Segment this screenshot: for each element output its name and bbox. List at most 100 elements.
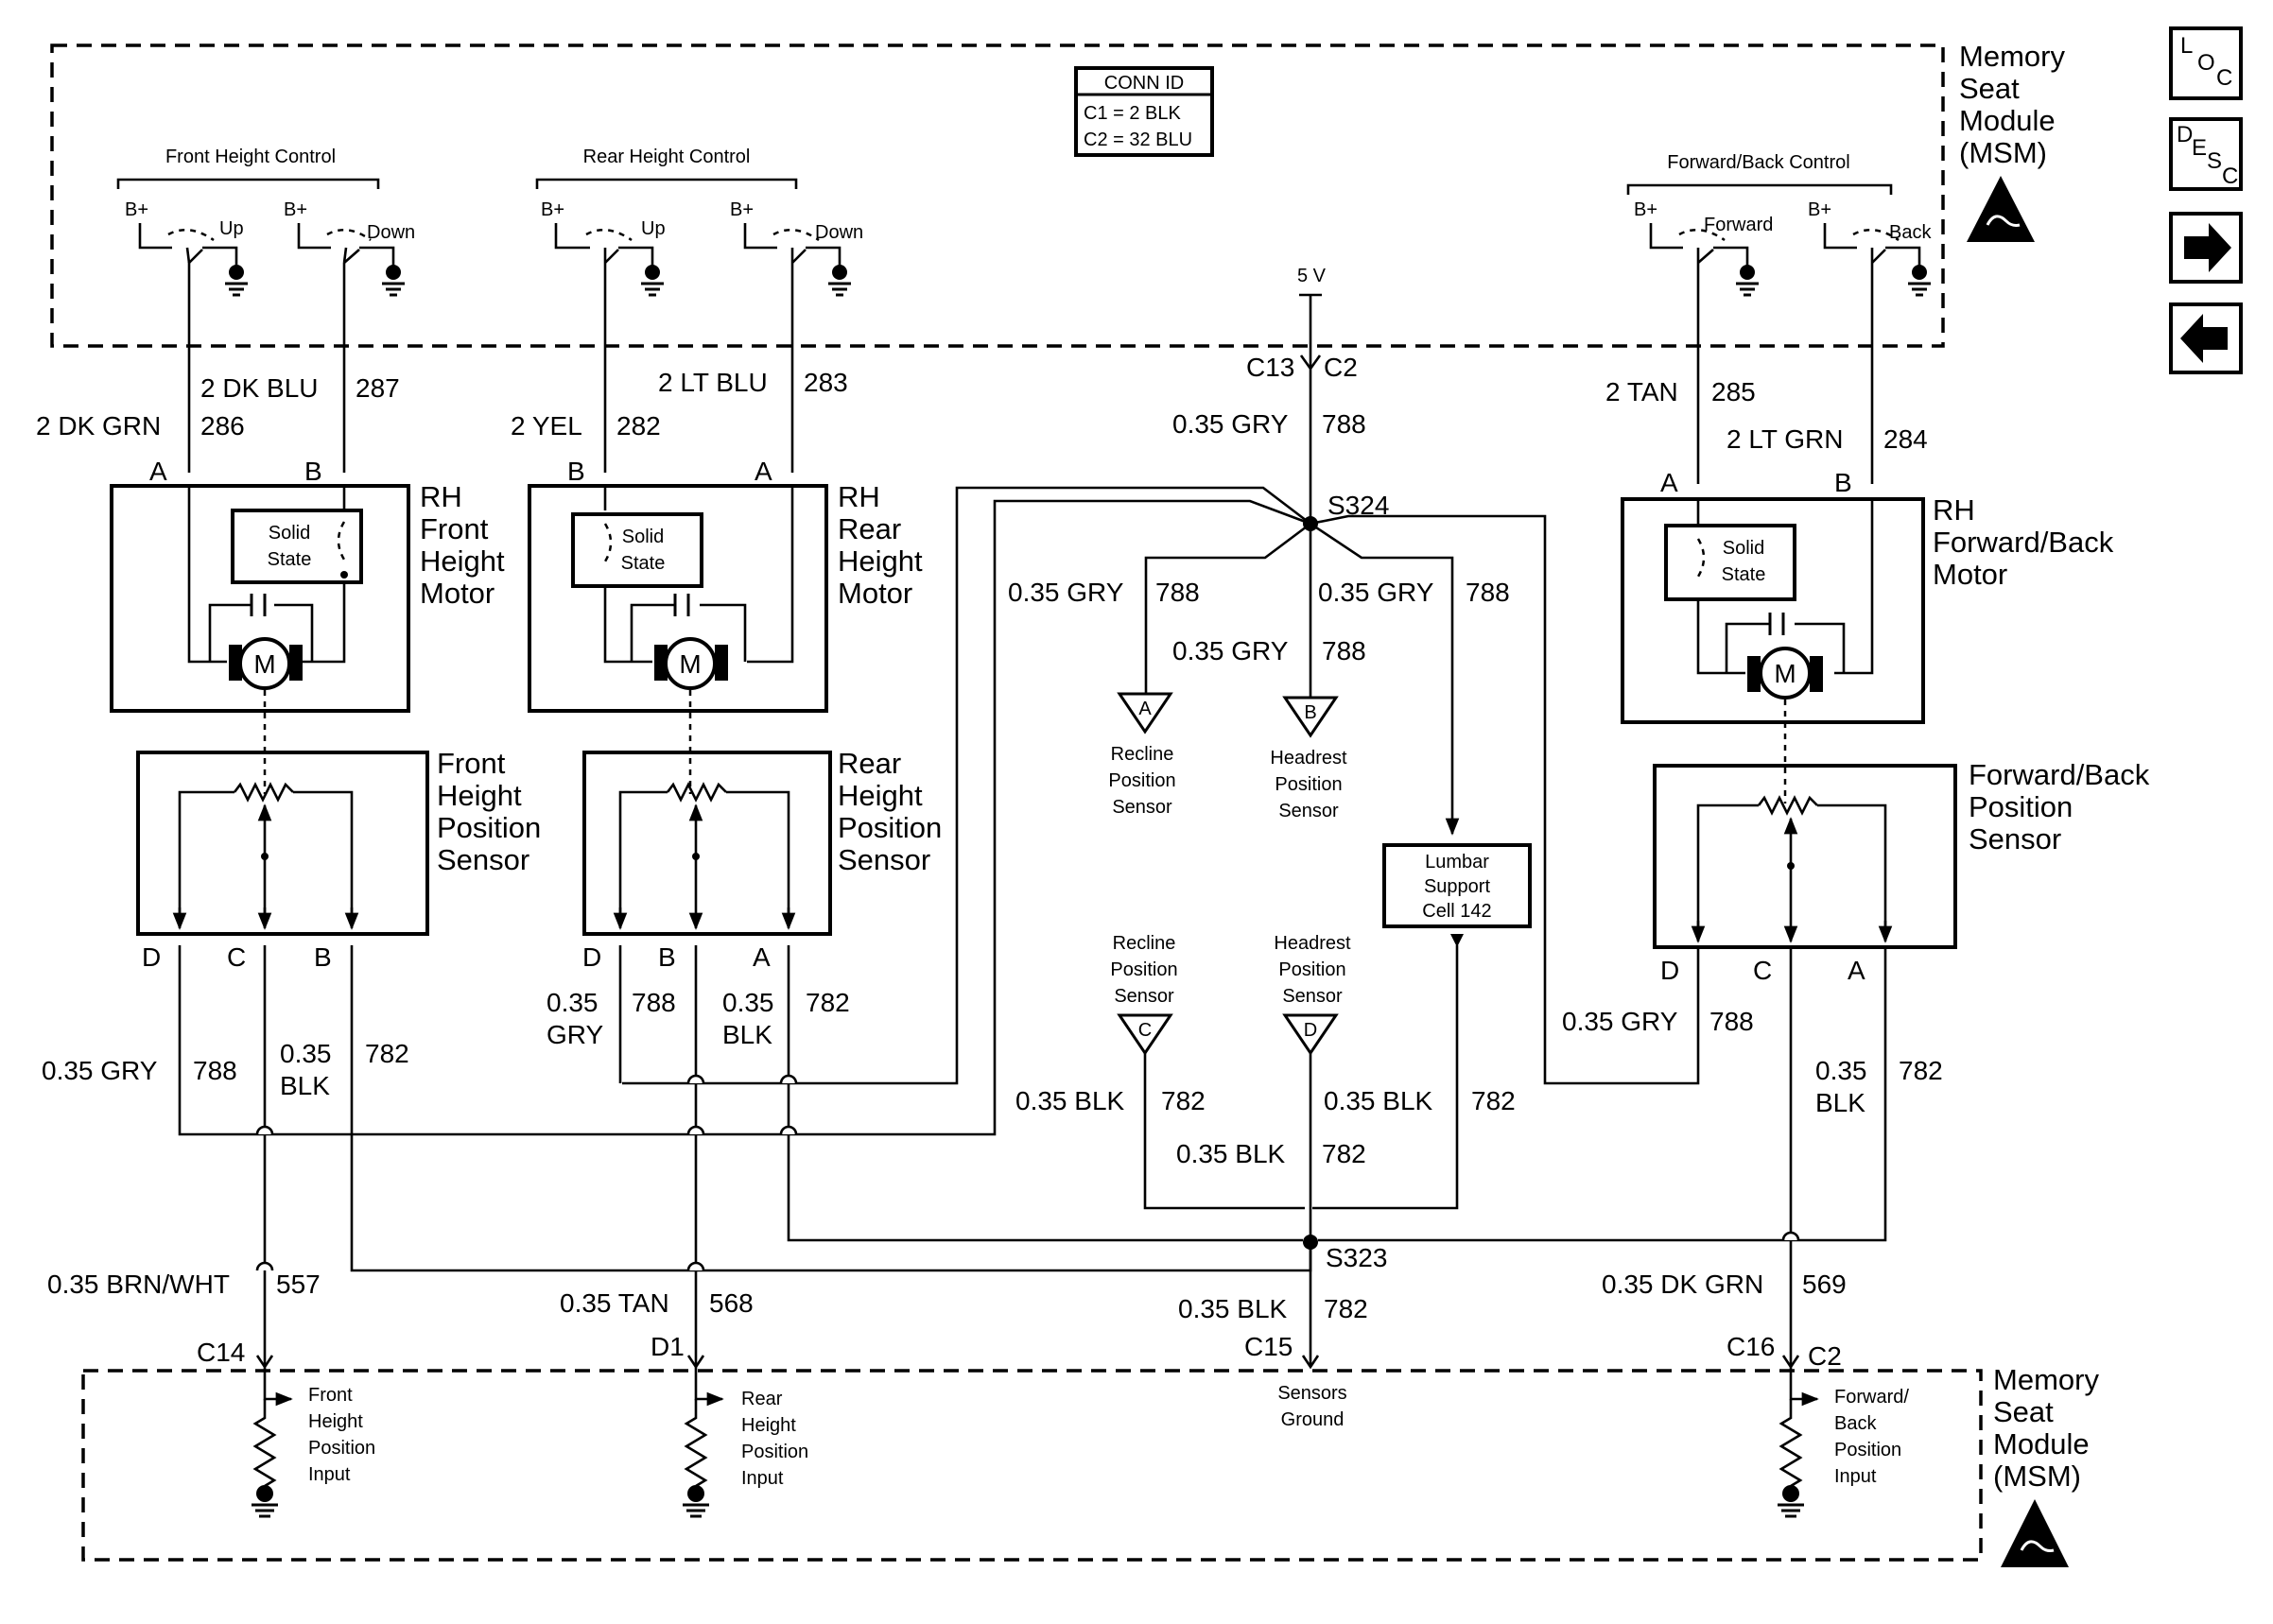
svg-text:State: State bbox=[268, 549, 312, 570]
arrow-right-icon[interactable] bbox=[2169, 212, 2243, 284]
sensors-ground: Sensors Ground bbox=[1277, 1383, 1346, 1430]
svg-text:788: 788 bbox=[1709, 1007, 1754, 1036]
svg-text:C2: C2 bbox=[1324, 353, 1358, 382]
svg-text:S: S bbox=[2207, 148, 2222, 174]
svg-text:0.35 GRY: 0.35 GRY bbox=[1318, 578, 1434, 607]
svg-text:Memory: Memory bbox=[1959, 40, 2065, 73]
svg-text:B+: B+ bbox=[284, 199, 307, 220]
loc-button[interactable]: L O C bbox=[2169, 26, 2243, 100]
svg-text:(MSM): (MSM) bbox=[1993, 1460, 2081, 1493]
svg-text:Cell 142: Cell 142 bbox=[1422, 901, 1491, 922]
sensor-signal-wires bbox=[263, 945, 1793, 1365]
svg-text:Sensors: Sensors bbox=[1277, 1383, 1346, 1404]
svg-text:Forward/Back Control: Forward/Back Control bbox=[1667, 152, 1849, 173]
svg-text:B+: B+ bbox=[730, 199, 754, 220]
svg-text:Position: Position bbox=[1110, 959, 1177, 980]
svg-text:B: B bbox=[1834, 468, 1852, 497]
svg-text:RH: RH bbox=[420, 480, 462, 513]
svg-text:Headrest: Headrest bbox=[1274, 933, 1351, 954]
svg-text:Position: Position bbox=[437, 811, 541, 844]
svg-text:Front Height Control: Front Height Control bbox=[165, 147, 336, 167]
svg-text:Input: Input bbox=[308, 1464, 351, 1485]
svg-text:Forward: Forward bbox=[1704, 215, 1773, 235]
svg-text:Input: Input bbox=[1834, 1466, 1877, 1487]
svg-text:D: D bbox=[1304, 1020, 1317, 1041]
svg-text:M: M bbox=[679, 649, 701, 679]
bottom-connector-labels: C14 D1 C15 C16 C2 bbox=[197, 1332, 1842, 1371]
svg-text:C13: C13 bbox=[1246, 353, 1294, 382]
five-volt-supply: 5 V C13 C2 0.35 GRY 788 bbox=[1172, 266, 1366, 518]
svg-text:Sensor: Sensor bbox=[1114, 986, 1174, 1007]
svg-text:B+: B+ bbox=[1808, 199, 1831, 220]
svg-text:Solid: Solid bbox=[269, 523, 310, 544]
rear-height-position-input: Rear Height Position Input bbox=[683, 1367, 808, 1518]
svg-text:BLK: BLK bbox=[1815, 1088, 1865, 1117]
svg-text:Input: Input bbox=[741, 1468, 784, 1489]
svg-text:A: A bbox=[1848, 956, 1865, 985]
forward-back-motor: Solid State M bbox=[1621, 497, 1925, 724]
svg-text:0.35 GRY: 0.35 GRY bbox=[1008, 578, 1124, 607]
svg-text:(MSM): (MSM) bbox=[1959, 136, 2047, 169]
module-label-bottom: Memory Seat Module (MSM) bbox=[1993, 1363, 2099, 1493]
svg-text:Rear: Rear bbox=[741, 1389, 783, 1409]
svg-text:0.35 BLK: 0.35 BLK bbox=[1324, 1086, 1433, 1115]
splice-s324: S324 bbox=[178, 486, 1700, 1136]
svg-text:286: 286 bbox=[200, 411, 245, 441]
svg-text:L: L bbox=[2180, 33, 2193, 59]
svg-text:Seat: Seat bbox=[1959, 72, 2020, 105]
arrow-left-icon[interactable] bbox=[2169, 302, 2243, 374]
svg-text:782: 782 bbox=[1324, 1294, 1368, 1323]
svg-text:0.35 BRN/WHT: 0.35 BRN/WHT bbox=[47, 1270, 230, 1299]
svg-text:B: B bbox=[658, 942, 676, 972]
svg-text:D: D bbox=[2177, 122, 2193, 147]
svg-text:Position: Position bbox=[1108, 770, 1175, 791]
svg-text:A: A bbox=[149, 457, 167, 486]
svg-text:Rear: Rear bbox=[838, 512, 901, 545]
svg-text:2 LT BLU: 2 LT BLU bbox=[658, 368, 768, 397]
recline-position-sensor-ref-a: A Recline Position Sensor bbox=[1108, 692, 1176, 818]
svg-text:E: E bbox=[2192, 135, 2207, 161]
forward-back-control: Forward/Back Control B+ B+ Forward Back bbox=[1626, 152, 1932, 287]
svg-text:569: 569 bbox=[1802, 1270, 1847, 1299]
svg-text:Recline: Recline bbox=[1113, 933, 1176, 954]
svg-text:Height: Height bbox=[838, 544, 923, 578]
svg-text:0.35 BLK: 0.35 BLK bbox=[1176, 1139, 1286, 1168]
svg-text:Support: Support bbox=[1424, 876, 1490, 897]
svg-text:State: State bbox=[621, 553, 666, 574]
svg-text:C: C bbox=[2222, 164, 2238, 189]
s324-branch-labels: 0.35 GRY 788 0.35 GRY 788 0.35 GRY 788 bbox=[1008, 578, 1510, 665]
svg-text:B+: B+ bbox=[1634, 199, 1657, 220]
svg-text:788: 788 bbox=[632, 988, 676, 1017]
module-label-top: Memory Seat Module (MSM) bbox=[1959, 40, 2065, 169]
svg-text:Position: Position bbox=[1275, 774, 1342, 795]
svg-text:283: 283 bbox=[804, 368, 848, 397]
svg-text:Sensor: Sensor bbox=[1969, 822, 2061, 855]
svg-text:Solid: Solid bbox=[1723, 538, 1764, 559]
svg-text:Height: Height bbox=[308, 1411, 363, 1432]
svg-text:Position: Position bbox=[308, 1438, 375, 1459]
svg-text:Module: Module bbox=[1993, 1427, 2090, 1460]
svg-text:BLK: BLK bbox=[722, 1020, 772, 1049]
svg-text:287: 287 bbox=[356, 373, 400, 403]
svg-text:788: 788 bbox=[1322, 636, 1366, 665]
svg-text:O: O bbox=[2197, 50, 2215, 76]
svg-text:Sensor: Sensor bbox=[838, 843, 930, 876]
front-height-motor-label: RH Front Height Motor bbox=[420, 480, 505, 610]
front-height-motor: Solid State M bbox=[110, 484, 410, 713]
svg-text:Up: Up bbox=[219, 218, 244, 239]
recline-position-sensor-ref-c: Recline Position Sensor C bbox=[1110, 933, 1305, 1210]
svg-text:C16: C16 bbox=[1726, 1332, 1775, 1361]
svg-text:GRY: GRY bbox=[547, 1020, 603, 1049]
conn-id-c2: C2 = 32 BLU bbox=[1084, 130, 1192, 150]
svg-text:0.35 BLK: 0.35 BLK bbox=[1015, 1086, 1125, 1115]
rear-height-motor: Solid State M bbox=[528, 484, 828, 713]
svg-text:D: D bbox=[1660, 956, 1679, 985]
desc-button[interactable]: D E S C bbox=[2169, 117, 2243, 191]
svg-text:Seat: Seat bbox=[1993, 1395, 2054, 1428]
svg-text:0.35 GRY: 0.35 GRY bbox=[1562, 1007, 1678, 1036]
s323-branch-labels: 0.35 BLK 782 0.35 BLK 782 0.35 BLK 782 bbox=[1015, 1086, 1516, 1168]
wire-labels-top: 2 DK BLU 287 2 DK GRN 286 2 YEL 282 2 LT… bbox=[36, 368, 1928, 454]
rear-height-control: Rear Height Control B+ B+ Up Down bbox=[535, 147, 863, 287]
svg-text:B: B bbox=[1304, 702, 1316, 723]
